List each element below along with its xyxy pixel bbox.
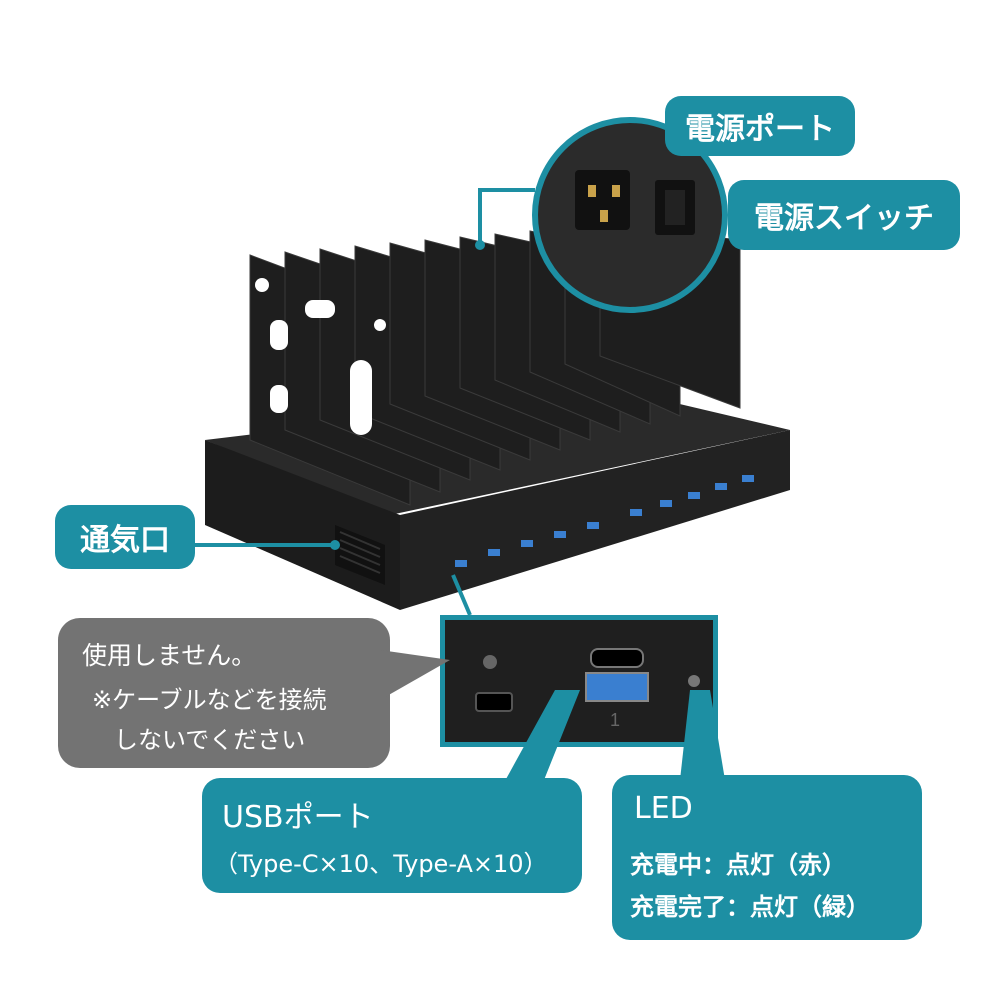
usb-callout-detail: （Type-C×10、Type-A×10） bbox=[214, 850, 548, 878]
usb-callout: USBポート （Type-C×10、Type-A×10） bbox=[202, 778, 582, 893]
usb-callout-pointer bbox=[500, 690, 580, 790]
vent-label: 通気口 bbox=[55, 505, 195, 569]
port-detail-panel: 1 bbox=[440, 615, 718, 747]
warning-box: 使用しません。 ※ケーブルなどを接続 しないでください bbox=[58, 618, 390, 768]
usb-callout-title: USBポート bbox=[222, 800, 374, 835]
base-side bbox=[400, 430, 790, 610]
led-charging-status: 充電中：点灯（赤） bbox=[630, 851, 846, 879]
base-usb-ports bbox=[455, 475, 754, 567]
plate-holes bbox=[255, 278, 386, 435]
unused-led-dot bbox=[483, 655, 497, 669]
inset-connector bbox=[478, 188, 535, 245]
warning-line-3: しないでください bbox=[114, 726, 306, 754]
port-number: 1 bbox=[610, 710, 621, 730]
micro-usb-port bbox=[475, 692, 513, 712]
warning-line-1: 使用しません。 bbox=[82, 641, 257, 670]
warning-line-2: ※ケーブルなどを接続 bbox=[92, 686, 327, 714]
led-complete-status: 充電完了：点灯（緑） bbox=[630, 893, 870, 921]
usb-a-port bbox=[585, 672, 649, 702]
led-callout-pointer bbox=[680, 690, 725, 780]
warning-pointer bbox=[380, 650, 450, 700]
vent-grille bbox=[335, 525, 385, 585]
status-led-dot bbox=[688, 675, 700, 687]
usb-c-port bbox=[590, 648, 644, 668]
power-switch-label: 電源スイッチ bbox=[728, 180, 960, 250]
led-callout-title: LED bbox=[634, 791, 693, 826]
led-callout: LED 充電中：点灯（赤） 充電完了：点灯（緑） bbox=[612, 775, 922, 940]
power-port-label: 電源ポート bbox=[665, 96, 855, 156]
